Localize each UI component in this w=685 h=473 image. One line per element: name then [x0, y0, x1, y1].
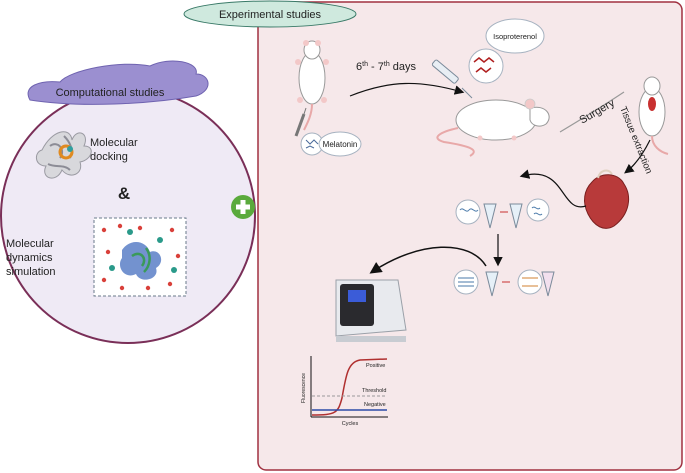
- melatonin-label: Melatonin: [323, 140, 358, 149]
- heart-icon: [584, 169, 630, 229]
- positive-curve: [311, 358, 388, 416]
- computational-panel: Computational studies Molecular docking …: [0, 60, 256, 344]
- plot-x-label: Cycles: [342, 421, 359, 427]
- experimental-title: Experimental studies: [219, 9, 322, 21]
- md-simulation-box: [93, 217, 187, 297]
- docking-label-line2: docking: [90, 151, 128, 163]
- md-label-line3: simulation: [6, 266, 56, 278]
- docking-protein-icon: [36, 131, 92, 179]
- isoproterenol-label: Isoproterenol: [493, 32, 537, 41]
- days-label: 6th - 7th days: [356, 61, 417, 73]
- md-label-line1: Molecular: [6, 238, 54, 250]
- qpcr-machine-icon: [335, 279, 407, 342]
- days-arrow: [349, 82, 465, 97]
- negative-label: Negative: [364, 402, 386, 408]
- plot-y-label: Fluorescence: [301, 373, 307, 403]
- amplification-plot: Positive Threshold Negative Fluorescence…: [301, 356, 388, 427]
- rat-dissected-icon: [638, 76, 669, 155]
- experimental-title-cloud: [183, 0, 357, 28]
- experimental-box: [257, 1, 683, 471]
- heart-to-rna-arrow: [519, 169, 587, 208]
- ampersand: &: [118, 184, 130, 203]
- surgery-arrow: [559, 91, 625, 133]
- to-qpcr-machine-arrow: [369, 246, 487, 274]
- computational-title-cloud: [27, 60, 209, 105]
- melatonin-bubble: [318, 131, 362, 157]
- positive-label: Positive: [366, 363, 385, 369]
- md-label-line2: dynamics: [6, 252, 53, 264]
- syringe-small-icon: [294, 107, 307, 137]
- docking-label-line1: Molecular: [90, 137, 138, 149]
- rat-sideview-icon: [436, 98, 550, 157]
- cdna-synthesis-icons: [453, 269, 555, 297]
- isoproterenol-syringe-icon: [431, 59, 473, 99]
- plus-connector-icon: [231, 195, 255, 219]
- isoproterenol-bubble: [485, 18, 545, 54]
- isoproterenol-molecule-icon: [468, 48, 504, 84]
- tissue-extraction-arrow: [624, 139, 651, 174]
- rna-extraction-icons: [455, 198, 550, 229]
- rat-topview-icon: [295, 40, 329, 131]
- computational-title: Computational studies: [56, 87, 165, 99]
- computational-circle: [0, 88, 256, 344]
- experimental-panel: Experimental studies Melatonin 6th - 7th…: [183, 0, 683, 471]
- threshold-label: Threshold: [362, 388, 386, 394]
